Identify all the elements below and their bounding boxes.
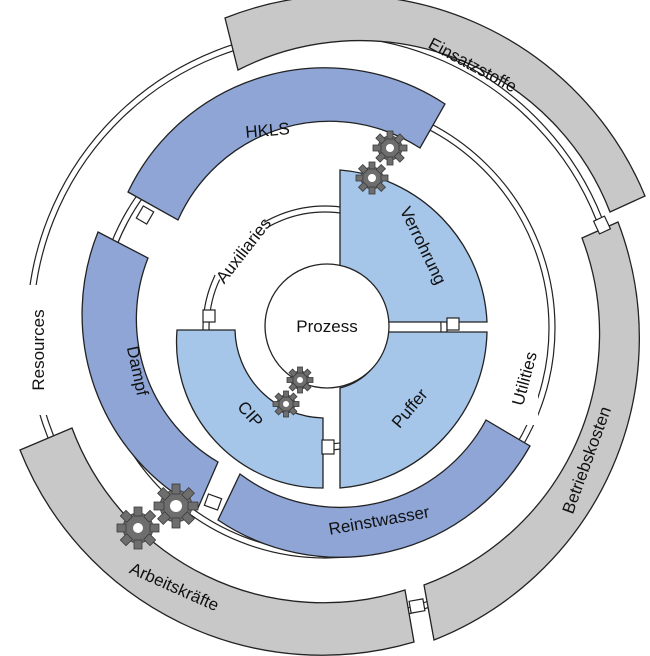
resources-label: Resources [29, 309, 48, 390]
inner-segments [175, 169, 488, 489]
gear-icon [286, 366, 314, 394]
gear-icon [272, 390, 300, 418]
center-circle [264, 263, 390, 389]
gear-icon [116, 506, 160, 550]
connectors [135, 205, 612, 614]
segment-einsatzstoffe [224, 0, 646, 213]
center-label: Prozess [296, 317, 357, 336]
utilities-label-bg [512, 335, 538, 425]
segment-arbeitskraefte [19, 427, 415, 656]
segment-betriebskosten [423, 221, 640, 641]
resources-label-bg [24, 285, 48, 415]
segment-hkls [127, 67, 446, 221]
hkls-label: HKLS [245, 119, 291, 142]
outer-segments [19, 0, 646, 656]
auxiliaries-label-bg [180, 189, 302, 311]
gear-icon [153, 483, 199, 529]
gear-icon [372, 130, 408, 166]
gear-icon [355, 161, 389, 195]
segment-reinstwasser [217, 419, 531, 558]
